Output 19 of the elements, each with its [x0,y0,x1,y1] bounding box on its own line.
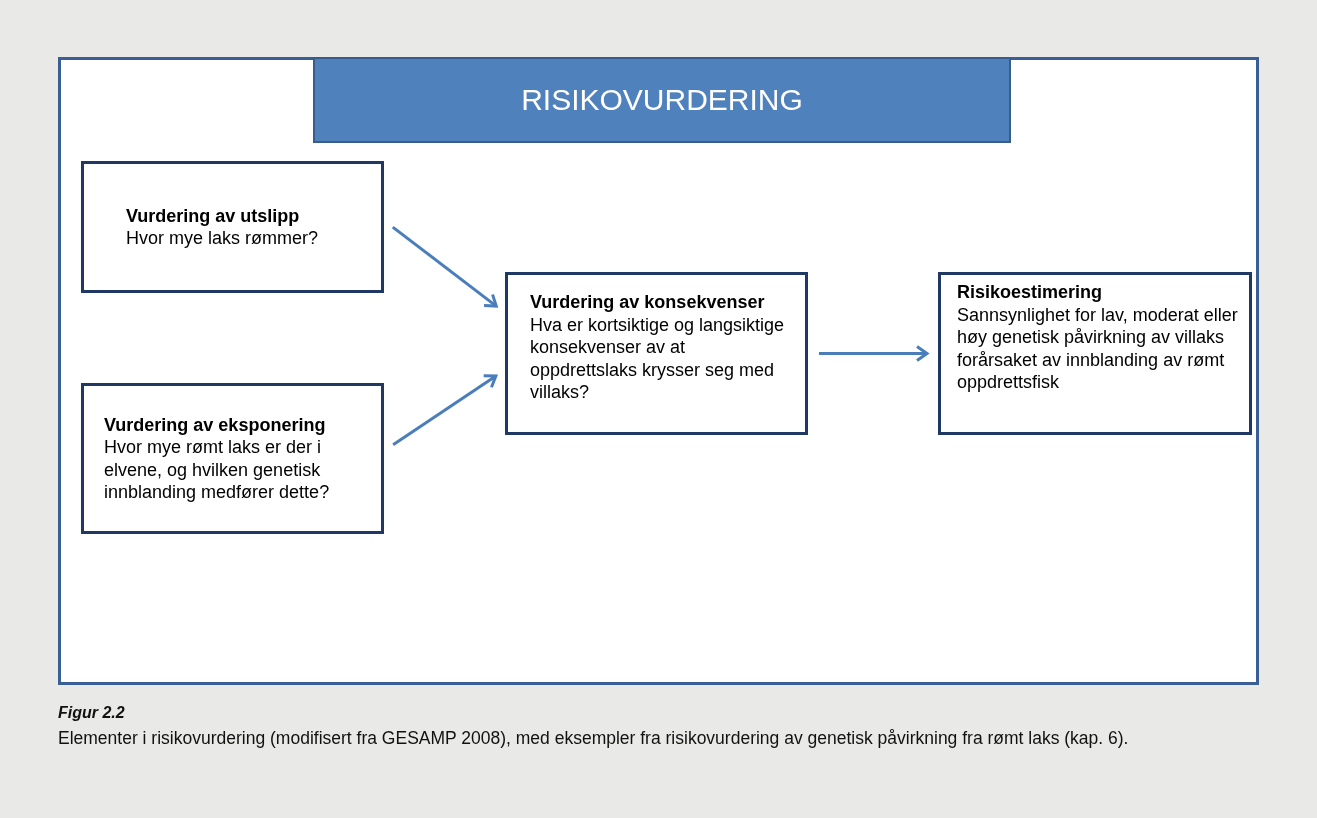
arrow [391,225,498,308]
box-heading: Vurdering av utslipp [126,204,301,227]
process-box [938,272,1252,435]
box-heading: Vurdering av eksponering [104,413,327,436]
caption: Elementer i risikovurdering (modifisert fra GESAMP 2008), med eksempler fra risikovurdering av genetisk påvirkning fra rømt laks (kap. 6). [58,727,1130,750]
title-banner: RISIKOVURDERING [313,57,1011,143]
arrow [392,374,498,447]
arrow [819,345,929,362]
box-heading: Vurdering av konsekvenser [530,291,766,314]
box-text: Hvor mye laks rømmer? [126,227,319,250]
frame-box [58,57,1259,685]
box-text: Hva er kortsiktige og langsiktige konsekvenser av at oppdrettslaks krysser seg med villaks? [530,313,786,404]
box-text: Hvor mye rømt laks er der i elvene, og hvilken genetisk innblanding medfører dette? [104,436,331,504]
box-text: Sannsynlighet for lav, moderat eller høy genetisk påvirkning av villaks forårsaket av innblanding av rømt oppdrettsfisk [957,303,1239,394]
figure-label: Figur 2.2 [58,704,125,722]
process-box [81,383,384,534]
process-box [81,161,384,293]
box-heading: Risikoestimering [957,281,1104,304]
process-box [505,272,808,435]
